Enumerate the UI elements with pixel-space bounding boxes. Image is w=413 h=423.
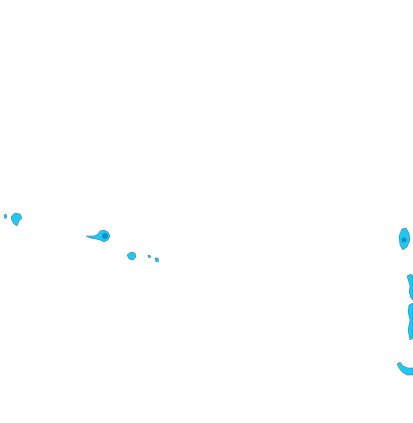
island-central xyxy=(85,229,111,243)
island-south-central xyxy=(126,251,137,261)
island-west-2 xyxy=(10,212,23,227)
coast-east-upper-shade xyxy=(401,237,407,243)
landmass-features xyxy=(3,212,413,376)
island-central-shade xyxy=(102,233,108,239)
island-west-1 xyxy=(3,213,8,220)
coast-east-lower xyxy=(396,361,413,376)
islet-south-central xyxy=(147,254,160,263)
coast-east-middle xyxy=(406,273,413,341)
